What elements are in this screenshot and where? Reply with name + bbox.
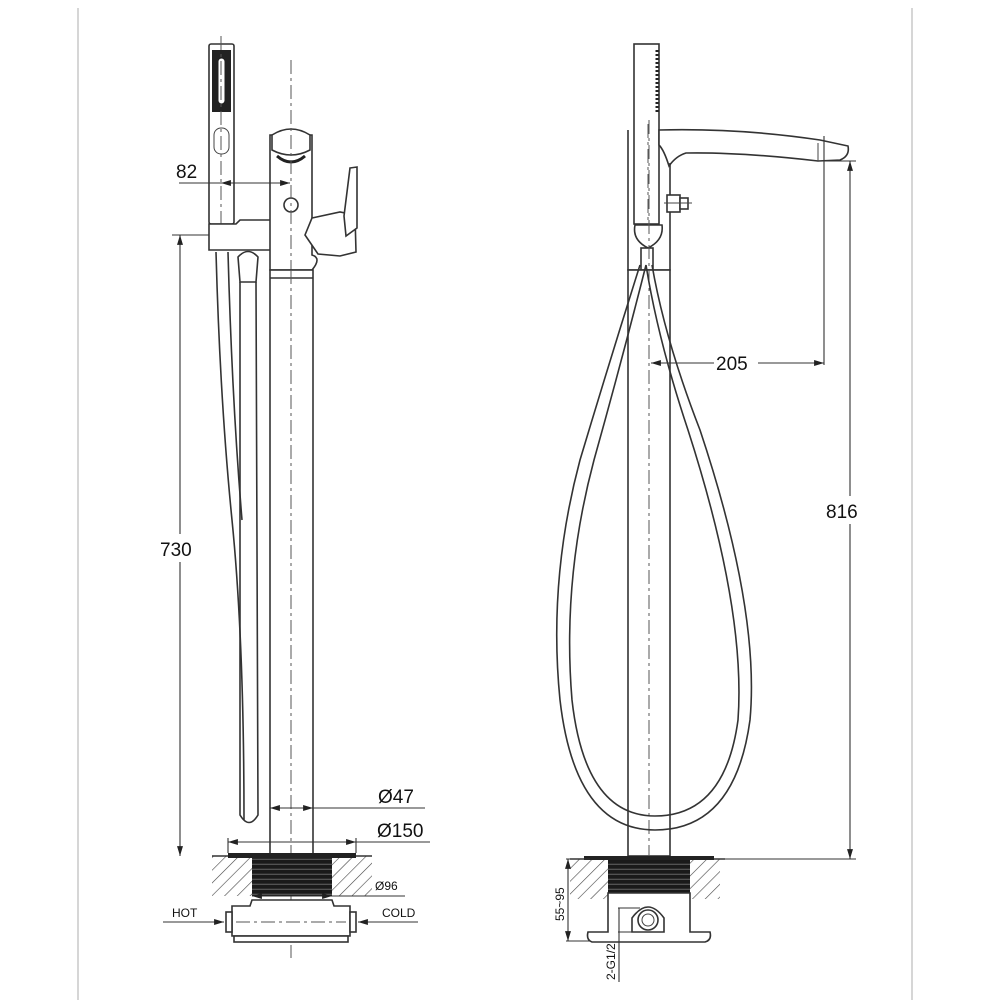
dim-205: 205	[716, 354, 748, 375]
spout	[658, 128, 850, 168]
holder-side	[633, 224, 664, 249]
handshower-holder	[208, 219, 276, 251]
front-view: 82 730 Ø47 Ø150 Ø96 HOT COLD	[160, 36, 430, 958]
dim-thread-diameter: Ø96	[375, 879, 398, 893]
side-view: 205 816 55~95 2-G1/2	[553, 43, 866, 982]
handshower-side	[633, 43, 660, 230]
base-flange	[228, 853, 356, 858]
dim-install-depth: 55~95	[553, 887, 567, 921]
dim-730: 730	[160, 540, 192, 561]
handshower-front	[208, 36, 235, 250]
dim-pipe-diameter: Ø47	[378, 787, 414, 808]
thread-section	[252, 858, 332, 896]
dim-82: 82	[176, 162, 197, 183]
valve-box-front	[231, 899, 351, 937]
thread-section-side	[608, 860, 690, 893]
label-cold: COLD	[382, 906, 416, 920]
dim-816: 816	[826, 502, 858, 523]
hose-connector	[237, 250, 259, 283]
label-hot: HOT	[172, 906, 198, 920]
dim-inlet-thread: 2-G1/2	[604, 943, 618, 980]
hose-front	[239, 281, 259, 824]
dim-base-diameter: Ø150	[377, 821, 423, 842]
mixer-body	[269, 60, 358, 840]
hose-loop-outer	[555, 264, 753, 831]
hose-loop-inner	[568, 264, 740, 817]
